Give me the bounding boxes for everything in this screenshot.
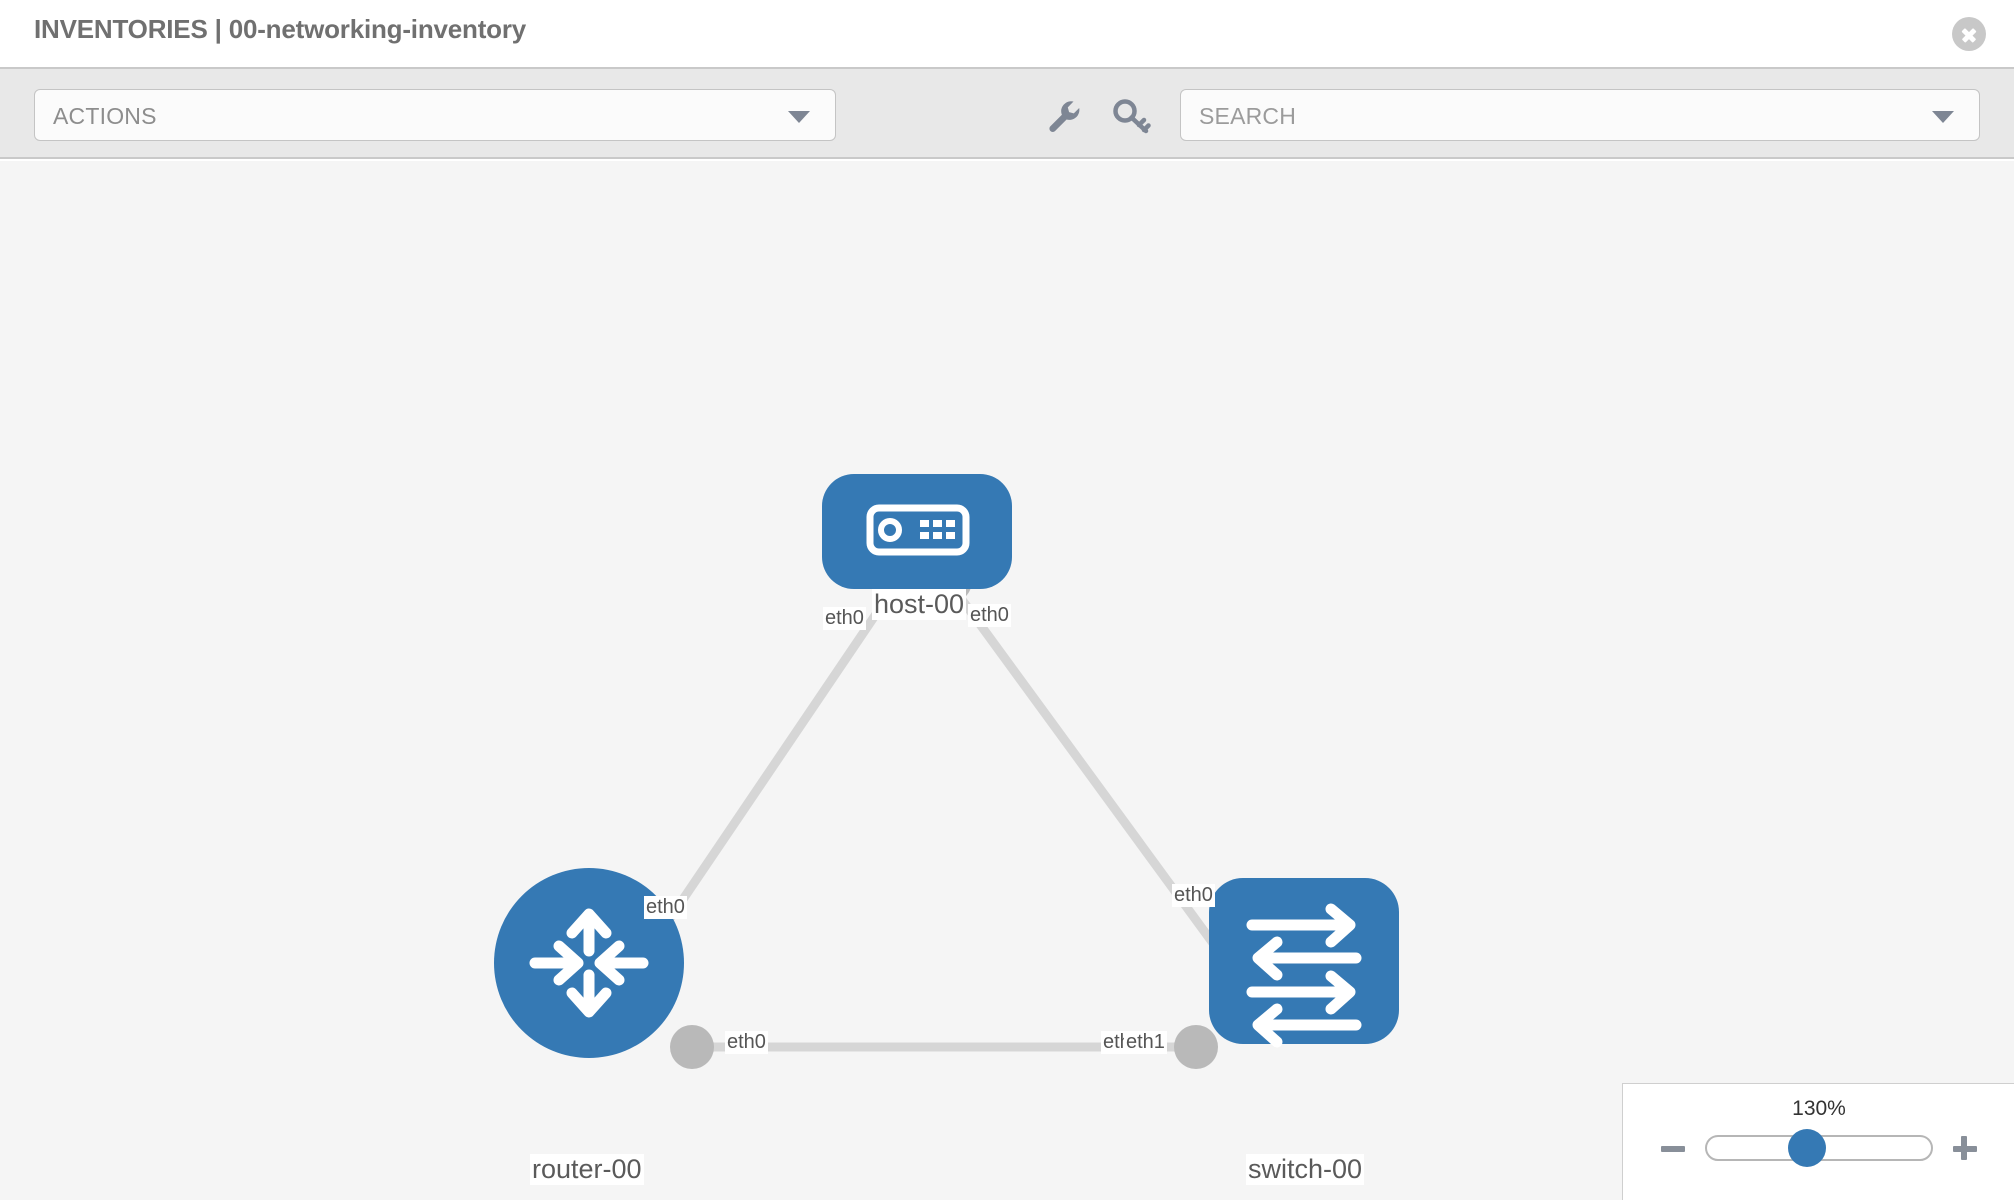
node-label-host-00: host-00 [872, 589, 967, 620]
node-label-switch-00: switch-00 [1246, 1154, 1365, 1185]
topology-graph [494, 474, 1399, 1069]
node-host-00 [822, 474, 1012, 589]
search-placeholder: SEARCH [1199, 103, 1297, 129]
search-input[interactable]: SEARCH [1180, 89, 1980, 141]
endpoint-switch-left [1174, 1025, 1218, 1069]
topology-canvas[interactable]: host-00 router-00 switch-00 eth0 eth0 et… [0, 161, 2014, 1200]
iface-label-host-right: eth0 [968, 604, 1011, 627]
actions-dropdown-label: ACTIONS [53, 103, 157, 129]
iface-label-router-right: eth0 [725, 1031, 768, 1054]
iface-label-switch-upper: eth0 [1172, 884, 1215, 907]
zoom-out-button[interactable] [1657, 1132, 1689, 1164]
toolbar: ACTIONS SEARCH [0, 69, 2014, 159]
node-label-router-00: router-00 [530, 1154, 644, 1185]
router-arrows-icon [529, 908, 649, 1018]
iface-label-switch-left: eth1 [1124, 1031, 1167, 1054]
endpoint-router-right [670, 1025, 714, 1069]
iface-label-router-upper: eth0 [644, 896, 687, 919]
node-router-00 [494, 868, 684, 1058]
page-header: INVENTORIES | 00-networking-inventory [0, 0, 2014, 69]
zoom-percent-label: 130% [1792, 1097, 1846, 1120]
node-switch-00 [1209, 878, 1399, 1048]
topology-links [644, 583, 1219, 1052]
actions-dropdown[interactable]: ACTIONS [34, 89, 836, 141]
zoom-slider-thumb[interactable] [1788, 1129, 1826, 1167]
iface-label-host-left: eth0 [823, 607, 866, 630]
wrench-icon[interactable] [1043, 95, 1085, 137]
close-icon[interactable] [1952, 17, 1986, 51]
link-host-router [644, 583, 899, 954]
link-host-switch [948, 583, 1219, 949]
page-title: INVENTORIES | 00-networking-inventory [34, 14, 527, 44]
topology-endpoints [670, 559, 1254, 1069]
switch-arrows-icon [1246, 903, 1362, 1048]
server-device-icon [866, 504, 970, 556]
key-icon[interactable] [1111, 95, 1153, 137]
chevron-down-icon [788, 111, 810, 123]
zoom-control-panel: 130% [1622, 1083, 2014, 1200]
chevron-down-icon [1932, 111, 1954, 123]
zoom-in-button[interactable] [1949, 1132, 1981, 1164]
